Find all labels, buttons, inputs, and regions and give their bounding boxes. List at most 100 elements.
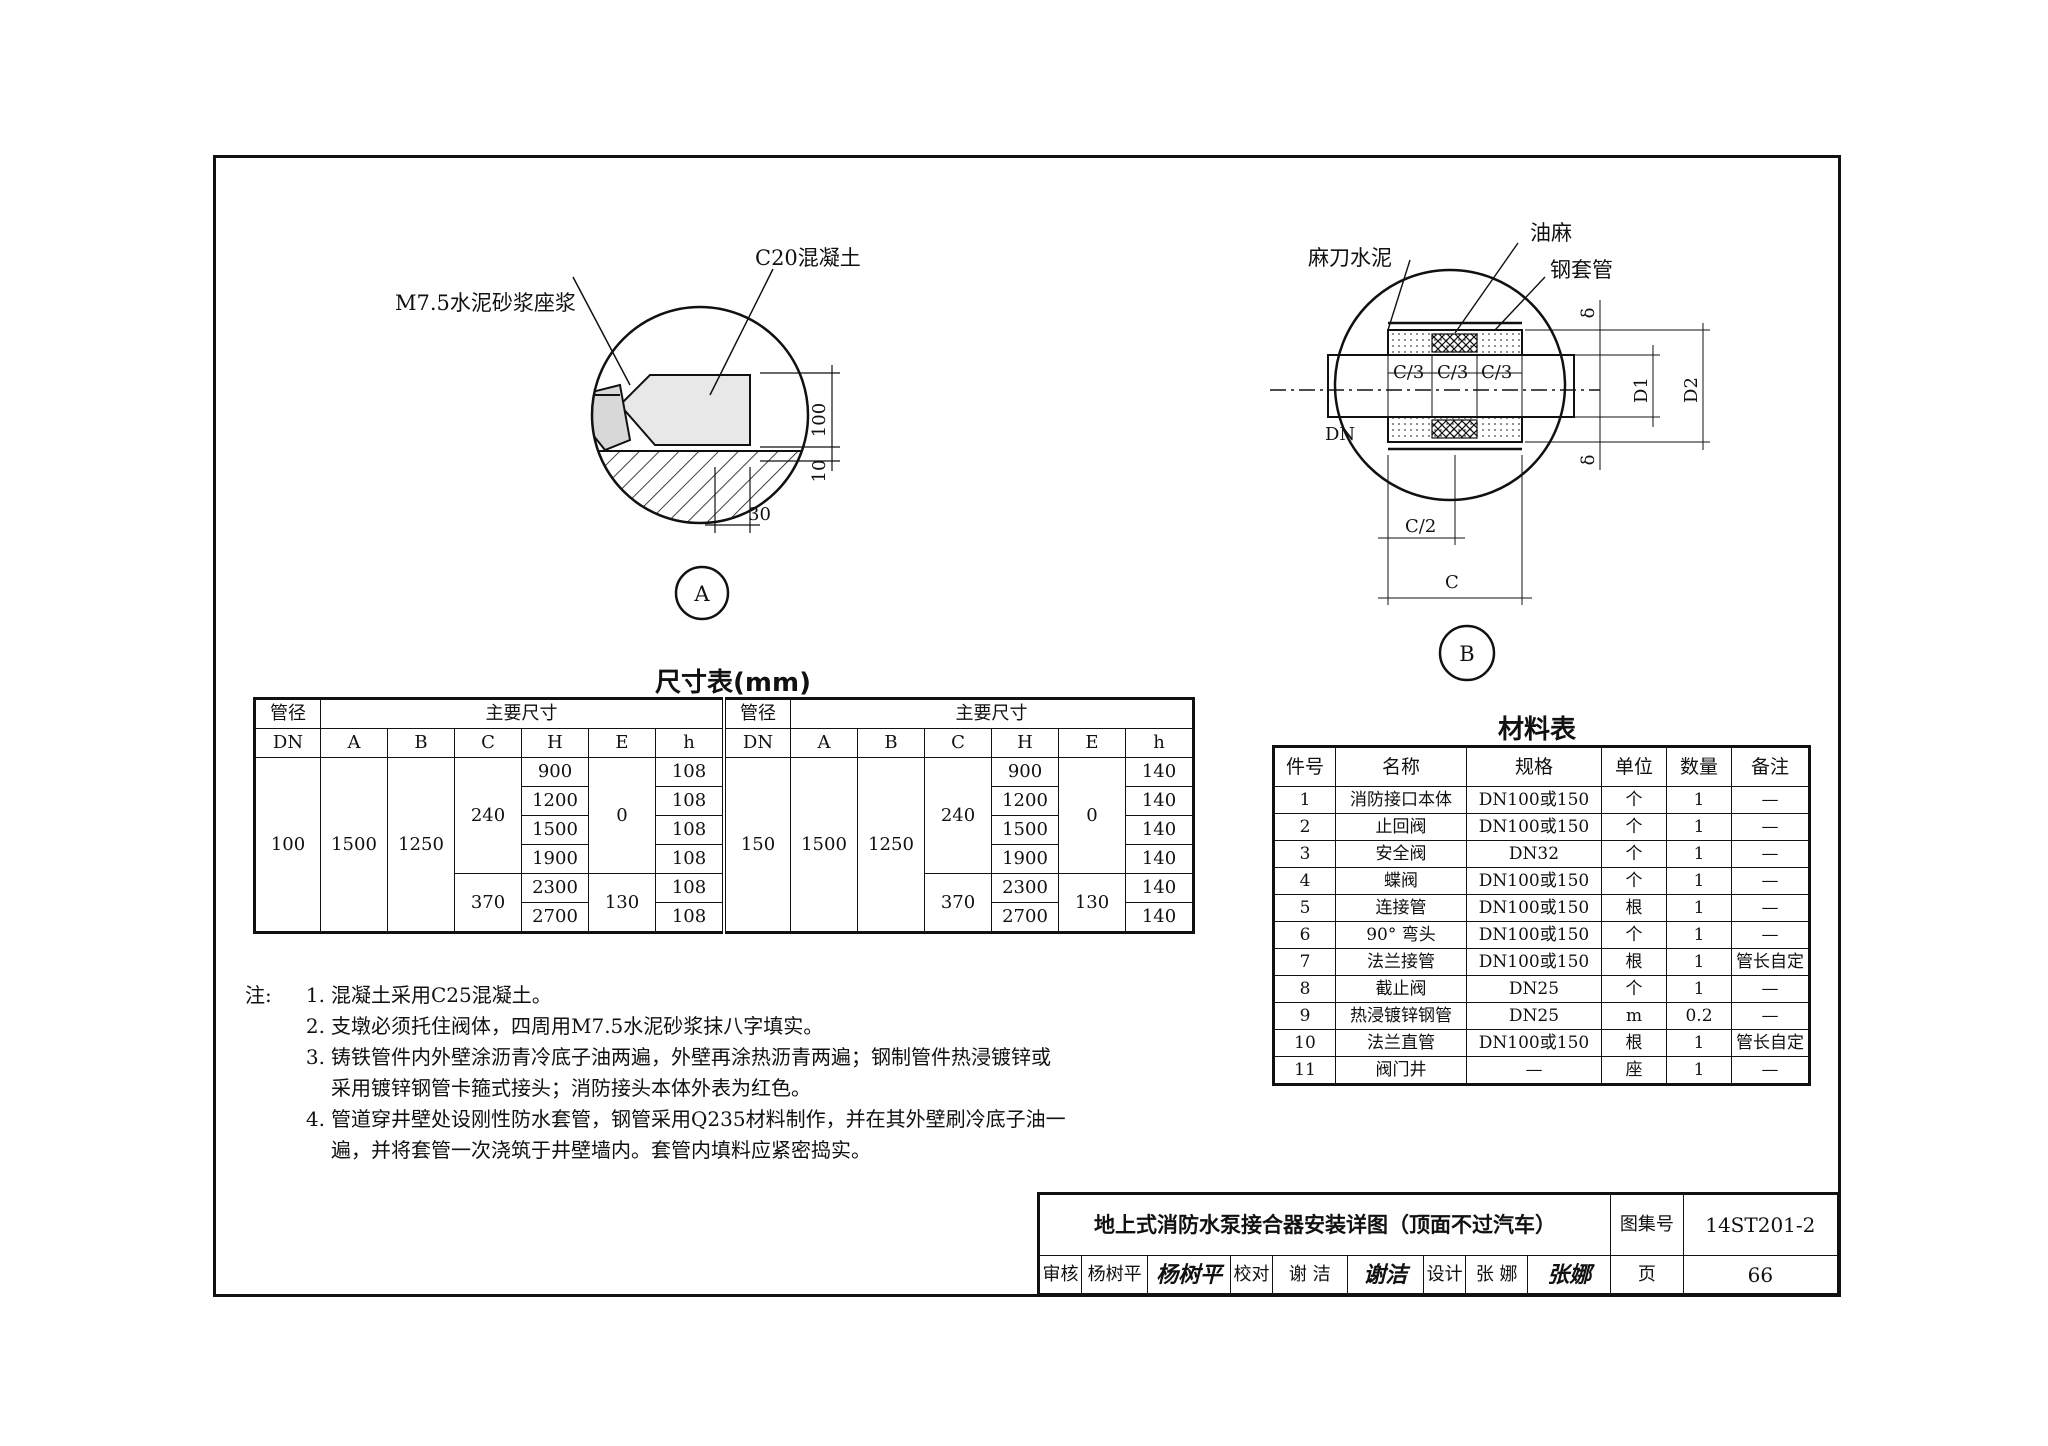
- mat-cell: 8: [1273, 975, 1336, 1003]
- cell-h-upper: 1900: [521, 844, 589, 874]
- dim-c3-3: C/3: [1481, 362, 1512, 383]
- mat-cell: 0.2: [1666, 1002, 1732, 1030]
- cell-e: 0: [1058, 757, 1126, 874]
- cell-h-upper: 1500: [521, 815, 589, 845]
- detail-a-drawing: C20混凝土 M7.5水泥砂浆座浆 100 10 30 A: [395, 246, 861, 621]
- cell-h-lower: 140: [1125, 757, 1194, 787]
- mat-header-unit: 单位: [1601, 746, 1667, 787]
- mat-cell: DN32: [1466, 840, 1602, 868]
- mat-cell: 1: [1666, 921, 1732, 949]
- reviewer-name: 杨树平: [1080, 1255, 1149, 1294]
- size-table: 管径 主要尺寸 管径 主要尺寸 DN A B C H E h DN A B C …: [253, 697, 1195, 934]
- dim-c3-2: C/3: [1437, 362, 1468, 383]
- mat-cell: 5: [1273, 894, 1336, 922]
- cell-h-lower: 108: [655, 902, 726, 933]
- note-text: 混凝土采用C25混凝土。: [331, 983, 552, 1007]
- cell-h-upper: 2700: [991, 902, 1059, 933]
- mat-cell: DN100或150: [1466, 867, 1602, 895]
- mat-cell: —: [1466, 1056, 1602, 1085]
- dim-10: 10: [809, 460, 830, 483]
- reviewer-signature: 杨树平: [1147, 1255, 1232, 1294]
- col-dn: DN: [723, 728, 791, 758]
- mat-cell: —: [1731, 840, 1810, 868]
- cell-h-lower: 108: [655, 873, 726, 903]
- size-table-title: 尺寸表(mm): [655, 668, 811, 698]
- col-a: A: [320, 728, 388, 758]
- mat-cell: 蝶阀: [1335, 867, 1467, 895]
- mat-cell: 3: [1273, 840, 1336, 868]
- mat-cell: 连接管: [1335, 894, 1467, 922]
- cell-h-lower: 140: [1125, 844, 1194, 874]
- cell-h-upper: 900: [991, 757, 1059, 787]
- cell-h-upper: 900: [521, 757, 589, 787]
- mat-cell: —: [1731, 786, 1810, 814]
- notes: 注: 1. 混凝土采用C25混凝土。 2. 支墩必须托住阀体，四周用M7.5水泥…: [245, 980, 1066, 1166]
- mat-cell: 4: [1273, 867, 1336, 895]
- cell-h-lower: 140: [1125, 873, 1194, 903]
- mat-cell: 个: [1601, 840, 1667, 868]
- mat-cell: 1: [1666, 1029, 1732, 1057]
- atlas-number: 14ST201-2: [1682, 1193, 1839, 1256]
- label-oakum: 油麻: [1530, 221, 1572, 245]
- mat-cell: 个: [1601, 867, 1667, 895]
- cell-a: 1500: [320, 757, 388, 933]
- mat-cell: 1: [1666, 1056, 1732, 1085]
- mat-cell: 9: [1273, 1002, 1336, 1030]
- mat-cell: DN25: [1466, 975, 1602, 1003]
- mat-cell: DN100或150: [1466, 1029, 1602, 1057]
- cell-h-lower: 108: [655, 815, 726, 845]
- mat-cell: 1: [1273, 786, 1336, 814]
- cell-h-upper: 1200: [521, 786, 589, 816]
- page-number: 66: [1682, 1255, 1839, 1294]
- note-number: 1.: [305, 983, 325, 1007]
- mat-cell: 个: [1601, 975, 1667, 1003]
- mat-cell: 10: [1273, 1029, 1336, 1057]
- col-b: B: [857, 728, 925, 758]
- note-text: 铸铁管件内外壁涂沥青冷底子油两遍，外壁再涂热沥青两遍；钢制管件热浸镀锌或: [331, 1045, 1051, 1069]
- note-text: 支墩必须托住阀体，四周用M7.5水泥砂浆抹八字填实。: [331, 1014, 824, 1038]
- col-h-lower: h: [1125, 728, 1194, 758]
- dim-c: C: [1445, 572, 1459, 593]
- mat-header-qty: 数量: [1666, 746, 1732, 787]
- dim-d1: D1: [1631, 377, 1652, 403]
- cell-b: 1250: [857, 757, 925, 933]
- mat-cell: 根: [1601, 1029, 1667, 1057]
- mat-cell: 安全阀: [1335, 840, 1467, 868]
- cell-h-upper: 1200: [991, 786, 1059, 816]
- note-text-continued: 采用镀锌钢管卡箍式接头；消防接头本体外表为红色。: [331, 1076, 811, 1100]
- size-header-main: 主要尺寸: [790, 698, 1194, 729]
- cell-e: 130: [1058, 873, 1126, 933]
- mat-cell: DN25: [1466, 1002, 1602, 1030]
- mat-cell: 1: [1666, 975, 1732, 1003]
- drawing-frame: [213, 155, 1841, 1297]
- mat-cell: 法兰接管: [1335, 948, 1467, 976]
- mat-cell: —: [1731, 921, 1810, 949]
- mat-cell: 根: [1601, 894, 1667, 922]
- cell-dn: 100: [254, 757, 321, 933]
- cell-h-lower: 140: [1125, 902, 1194, 933]
- cell-e: 0: [588, 757, 656, 874]
- checker-name: 谢 洁: [1271, 1255, 1348, 1294]
- col-e: E: [588, 728, 656, 758]
- drawing-title: 地上式消防水泵接合器安装详图（顶面不过汽车）: [1037, 1193, 1612, 1256]
- col-h-lower: h: [655, 728, 726, 758]
- mat-cell: 1: [1666, 786, 1732, 814]
- size-header-pipe: 管径: [254, 698, 321, 729]
- mat-cell: 7: [1273, 948, 1336, 976]
- label-cement: 麻刀水泥: [1308, 246, 1392, 270]
- title-block: 地上式消防水泵接合器安装详图（顶面不过汽车） 图集号 14ST201-2 审核 …: [1037, 1192, 1839, 1294]
- mat-cell: DN100或150: [1466, 921, 1602, 949]
- designer-signature: 张娜: [1527, 1255, 1612, 1294]
- mat-cell: 个: [1601, 786, 1667, 814]
- mat-cell: DN100或150: [1466, 948, 1602, 976]
- dim-c3-1: C/3: [1393, 362, 1424, 383]
- cell-dn: 150: [723, 757, 791, 933]
- mat-cell: DN100或150: [1466, 894, 1602, 922]
